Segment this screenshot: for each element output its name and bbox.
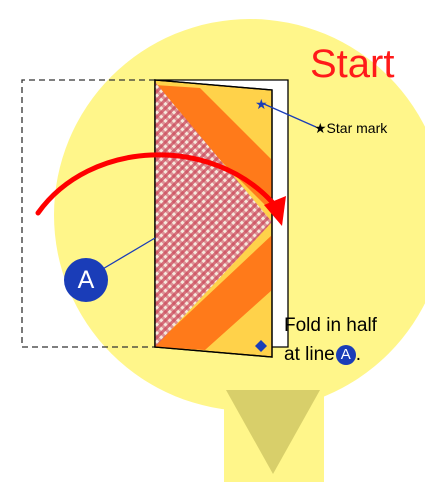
diamond-icon: [255, 340, 267, 352]
star-mark-label: ★Star mark: [314, 120, 388, 136]
star-leader-line: [263, 103, 317, 128]
instruction-line-1: Fold in half: [284, 315, 377, 336]
paper-checker-triangle: [155, 82, 272, 347]
arrow-head: [264, 196, 286, 226]
curved-arrow-icon: [35, 152, 275, 216]
paper-front-outline: [154, 79, 273, 358]
page-title: Start: [310, 42, 395, 86]
fold-line-leader: [100, 237, 156, 271]
fold-line-badge: A: [64, 258, 108, 302]
paper-orange-band-lower: [155, 235, 272, 350]
star-icon: ★: [255, 97, 268, 113]
stem-triangle: [226, 390, 320, 474]
line-marker-badge: A: [335, 345, 356, 365]
instruction-line-2-prefix: at line: [284, 344, 335, 365]
